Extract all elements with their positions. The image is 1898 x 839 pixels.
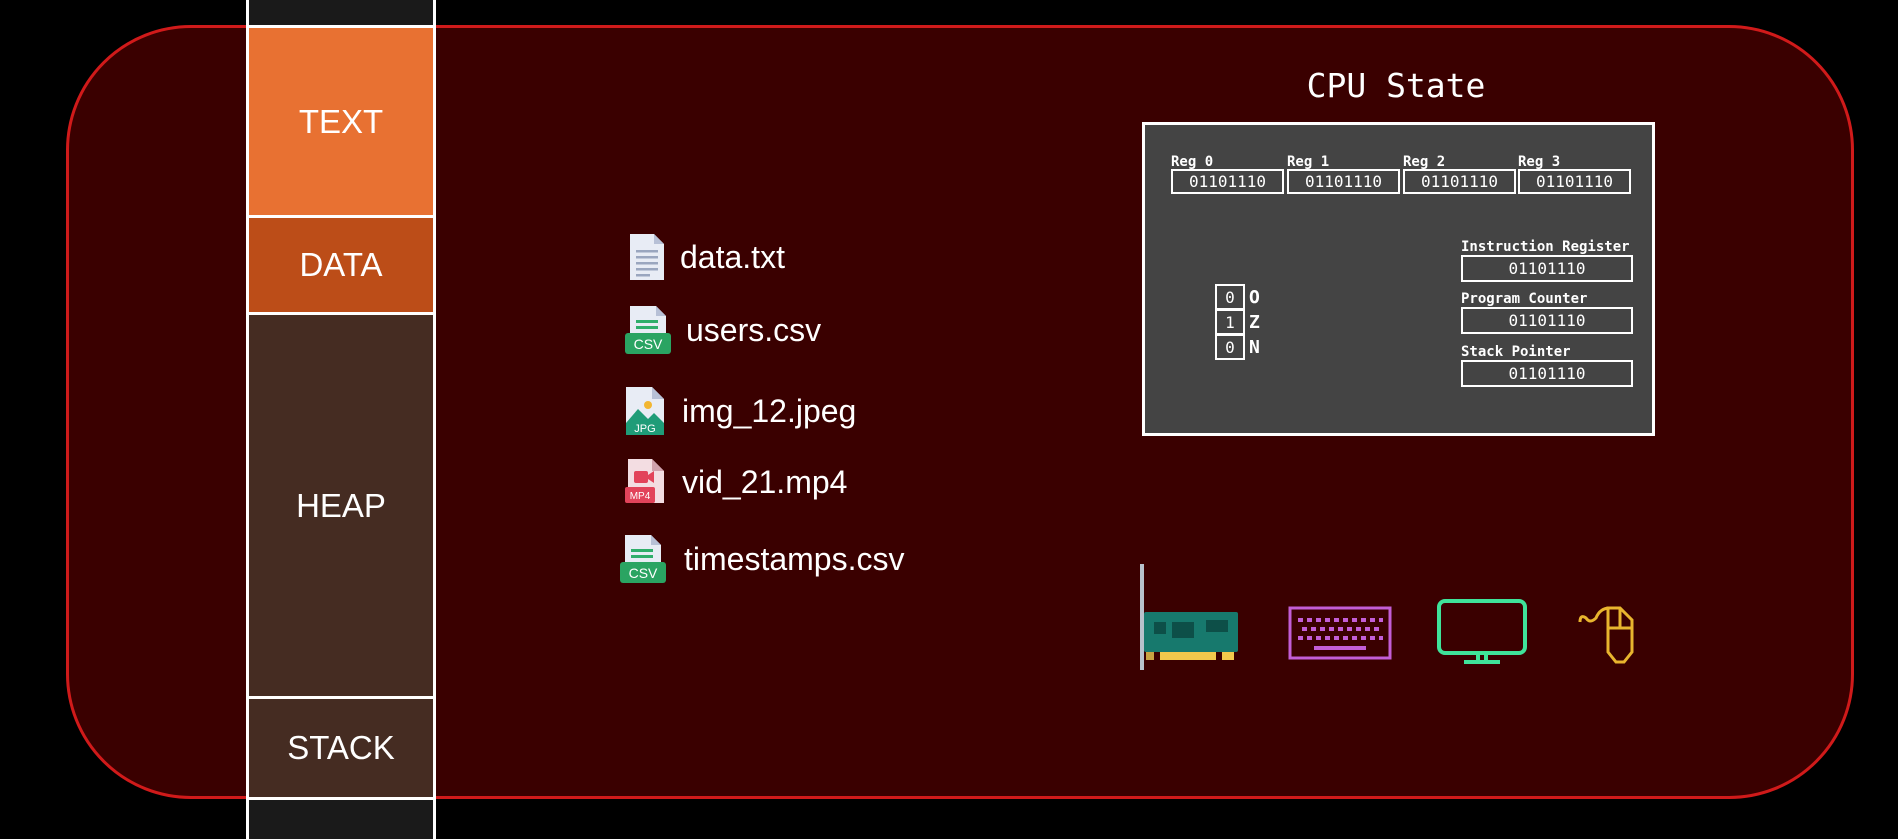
file-name: data.txt xyxy=(680,238,785,275)
file-badge: JPG xyxy=(634,423,655,435)
cpu-state-panel: Reg 0 01101110 Reg 1 01101110 Reg 2 0110… xyxy=(1142,122,1655,436)
monitor-icon xyxy=(1437,599,1527,664)
register-label: Program Counter xyxy=(1461,291,1588,307)
file-name: users.csv xyxy=(686,311,822,348)
register-label: Instruction Register xyxy=(1461,239,1630,255)
flag-name: O xyxy=(1249,286,1260,308)
memory-segment-heap: HEAP xyxy=(246,312,436,699)
stack-pointer: Stack Pointer 01101110 xyxy=(1461,345,1633,387)
file-item: JPG img_12.jpeg xyxy=(624,385,856,437)
instruction-register: Instruction Register 01101110 xyxy=(1461,240,1633,282)
cpu-title: CPU State xyxy=(1306,66,1486,105)
flag-overflow: 0 O xyxy=(1215,284,1260,310)
register-1: Reg 1 01101110 xyxy=(1287,155,1400,194)
register-label: Reg 1 xyxy=(1287,154,1330,170)
file-name: vid_21.mp4 xyxy=(682,463,848,500)
register-value: 01101110 xyxy=(1518,169,1631,194)
register-value: 01101110 xyxy=(1461,255,1633,282)
image-file-icon: JPG xyxy=(626,387,664,435)
register-0: Reg 0 01101110 xyxy=(1171,155,1284,194)
text-file-icon xyxy=(630,234,664,280)
flag-negative: 0 N xyxy=(1215,334,1260,360)
register-label: Reg 2 xyxy=(1403,154,1446,170)
file-badge: CSV xyxy=(629,565,658,581)
flag-bit: 0 xyxy=(1215,334,1245,360)
register-value: 01101110 xyxy=(1403,169,1516,194)
flag-name: N xyxy=(1249,336,1260,358)
register-2: Reg 2 01101110 xyxy=(1403,155,1516,194)
flag-zero: 1 Z xyxy=(1215,309,1260,335)
register-label: Reg 3 xyxy=(1518,154,1561,170)
keyboard-icon xyxy=(1288,606,1392,660)
file-item: CSV timestamps.csv xyxy=(618,533,904,585)
register-label: Stack Pointer xyxy=(1461,344,1571,360)
flag-bit: 0 xyxy=(1215,284,1245,310)
file-name: timestamps.csv xyxy=(684,540,905,577)
csv-file-icon: CSV xyxy=(625,306,671,354)
network-card-icon xyxy=(1140,564,1238,670)
file-item: CSV users.csv xyxy=(624,304,821,356)
segment-label: DATA xyxy=(299,246,383,283)
video-file-icon: MP4 xyxy=(625,459,664,503)
memory-segment-text: TEXT xyxy=(246,25,436,218)
file-item: data.txt xyxy=(628,232,785,282)
memory-segment-stack: STACK xyxy=(246,696,436,800)
register-3: Reg 3 01101110 xyxy=(1518,155,1631,194)
csv-file-icon: CSV xyxy=(620,535,666,583)
segment-label: TEXT xyxy=(298,102,384,140)
file-badge: CSV xyxy=(634,336,663,352)
flag-name: Z xyxy=(1249,311,1260,333)
register-value: 01101110 xyxy=(1287,169,1400,194)
register-label: Reg 0 xyxy=(1171,154,1214,170)
register-value: 01101110 xyxy=(1171,169,1284,194)
memory-segment-data: DATA xyxy=(246,215,436,315)
register-value: 01101110 xyxy=(1461,360,1633,387)
file-name: img_12.jpeg xyxy=(682,392,857,429)
segment-label: HEAP xyxy=(296,486,386,524)
file-item: MP4 vid_21.mp4 xyxy=(624,457,847,507)
segment-label: STACK xyxy=(287,729,395,766)
register-value: 01101110 xyxy=(1461,307,1633,334)
program-counter: Program Counter 01101110 xyxy=(1461,292,1633,334)
flag-bit: 1 xyxy=(1215,309,1245,335)
file-badge: MP4 xyxy=(630,491,651,502)
mouse-icon xyxy=(1578,606,1634,664)
